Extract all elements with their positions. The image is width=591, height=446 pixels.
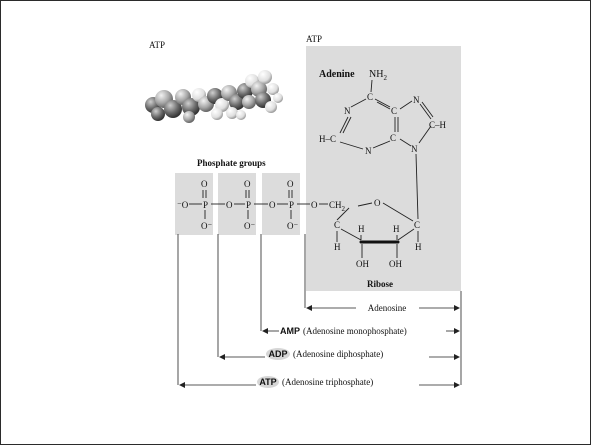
adenine-label: Adenine <box>319 69 355 80</box>
phosphate-chain: ⁻O P O O⁻ O P O O⁻ O P O O⁻ O CH2 <box>177 179 346 231</box>
guide-lines <box>177 234 462 385</box>
adp-abbr: ADP <box>268 349 287 359</box>
svg-text:O: O <box>287 179 294 189</box>
atom-n9: N <box>411 144 418 154</box>
adenosine-shade <box>306 46 461 291</box>
atom-o-ring: O <box>374 198 381 208</box>
svg-text:O⁻: O⁻ <box>201 221 212 231</box>
adp-name: (Adenosine diphosphate) <box>293 349 383 359</box>
adenine-bonds <box>339 79 434 220</box>
atom-h3: H <box>358 224 365 234</box>
atom-c1: C <box>414 220 420 230</box>
space-filling-model <box>145 70 283 123</box>
ch2-label: CH2 <box>329 200 346 213</box>
atom-c4: C <box>390 133 396 143</box>
svg-text:O: O <box>226 200 233 210</box>
atom-p-beta: P <box>246 200 251 210</box>
atom-h2: H <box>393 224 400 234</box>
atp-abbr: ATP <box>259 377 276 387</box>
oh-left: OH <box>356 259 369 269</box>
svg-text:O: O <box>311 200 318 210</box>
oh-right: OH <box>389 259 402 269</box>
atp-model-label: ATP <box>149 40 165 50</box>
atom-n1: N <box>344 106 351 116</box>
svg-text:O: O <box>269 200 276 210</box>
amp-name: (Adenosine monophosphate) <box>303 326 407 336</box>
ribose-bonds <box>336 202 419 258</box>
atom-c8: C–H <box>429 120 447 130</box>
svg-text:O⁻: O⁻ <box>287 221 298 231</box>
svg-text:O: O <box>201 179 208 189</box>
atom-n7: N <box>413 95 420 105</box>
atom-c5: C <box>391 106 397 116</box>
svg-text:⁻O: ⁻O <box>177 200 189 210</box>
adenosine-label: Adenosine <box>368 303 407 313</box>
svg-text:O⁻: O⁻ <box>244 221 255 231</box>
atom-c4r: C <box>334 220 340 230</box>
atom-p-gamma: P <box>203 200 208 210</box>
atom-p-alpha: P <box>289 200 294 210</box>
atom-c2: H–C <box>319 134 336 144</box>
amp-abbr: AMP <box>280 326 300 336</box>
bracket-adp: ADP (Adenosine diphosphate) <box>219 348 460 360</box>
atp-name: (Adenosine triphosphate) <box>282 377 373 387</box>
nh2-label: NH2 <box>369 69 387 82</box>
svg-text:O: O <box>244 179 251 189</box>
atom-h4: H <box>334 242 341 252</box>
bracket-adenosine: Adenosine <box>306 303 460 313</box>
atp-structure-label: ATP <box>306 34 322 44</box>
ribose-label: Ribose <box>367 279 393 289</box>
phosphate-groups-label: Phosphate groups <box>197 158 266 168</box>
atom-n3: N <box>365 146 372 156</box>
bracket-atp: ATP (Adenosine triphosphate) <box>179 376 460 388</box>
bracket-amp: AMP (Adenosine monophosphate) <box>262 326 460 336</box>
atom-c6: C <box>367 92 373 102</box>
atom-h1: H <box>415 242 422 252</box>
